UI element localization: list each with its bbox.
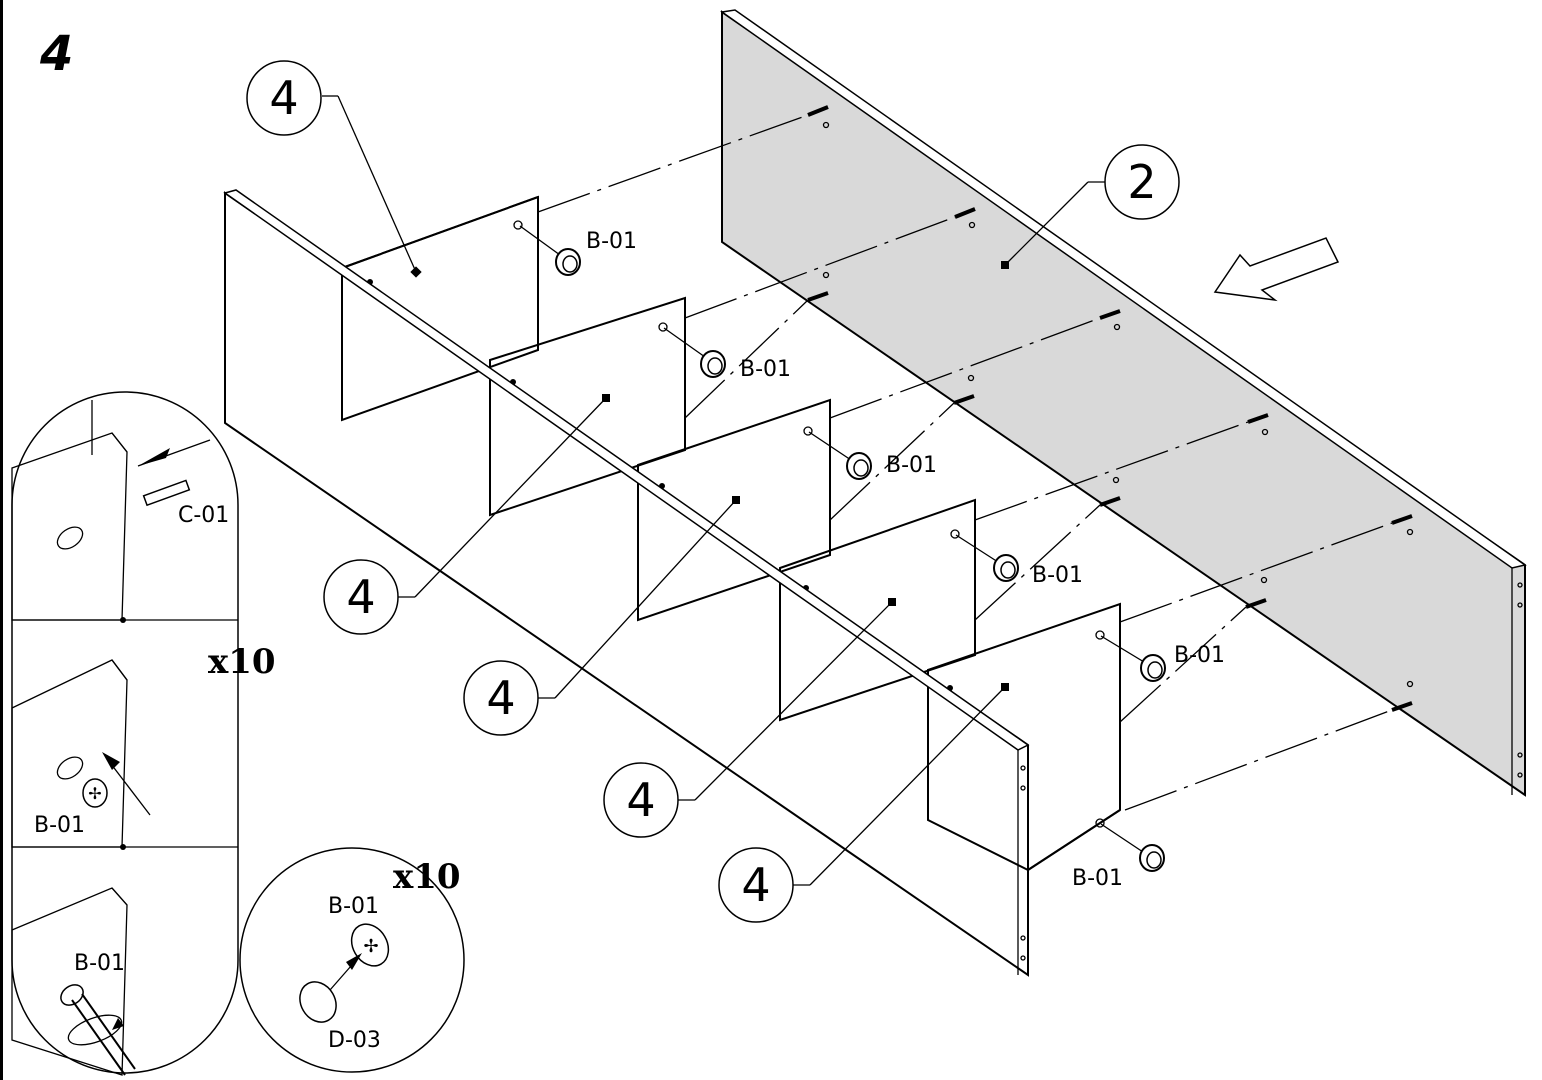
cam-label-3: B-01 [886,453,937,478]
cam-turn-label: B-01 [74,951,125,976]
cam-turn-detail: B-01 [11,887,136,1076]
cam-lock-icon [808,431,872,480]
cam-lock-icon [1100,635,1166,682]
back-panel [720,9,1527,797]
part-callout-shelf-3: 4 [463,496,740,736]
part-callout-shelf-2: 4 [323,394,610,635]
panel-holes [822,121,1523,778]
cam-labels: B-01 B-01 B-01 B-01 B-01 B-01 [586,229,1225,891]
cam-locks [519,225,1166,872]
dowel-label: C-01 [178,503,229,528]
dowel-pins [807,105,1413,712]
cam-lock-icon [663,327,726,378]
shelf-2 [489,296,686,517]
shelf-3 [637,398,831,622]
cap-cam-label: B-01 [328,894,379,919]
part-number-2: 2 [1127,155,1156,209]
cam-label-6: B-01 [1072,866,1123,891]
cam-label-5: B-01 [1174,643,1225,668]
direction-arrow-icon [1213,237,1340,302]
side-panel [223,189,1030,977]
page-border [0,0,3,1080]
cover-cap-icon [299,981,337,1023]
part-number-4: 4 [741,858,770,912]
shelf-5 [927,602,1121,872]
part-callout-back: 2 [1001,144,1180,269]
dowel-detail: C-01 [11,400,229,623]
cap-label: D-03 [328,1028,381,1053]
part-number-4: 4 [346,570,375,624]
cam-lock-icon [955,534,1019,582]
screwdriver-icon [67,993,136,1076]
part-number-4: 4 [626,773,655,827]
shelf-1 [341,195,539,422]
cam-label-1: B-01 [586,229,637,254]
cam-label-4: B-01 [1032,563,1083,588]
part-callout-shelf-4: 4 [603,598,896,838]
guide-lines [537,114,1393,811]
cam-lock-icon: ✢ [350,923,390,967]
cam-label-2: B-01 [740,357,791,382]
detail-capsule: C-01 ✢ B-01 B-01 [11,391,239,1076]
cam-lock-icon [519,225,581,276]
part-number-4: 4 [269,71,298,125]
quantity-top: x10 [208,642,276,682]
cam-lock-icon [1100,823,1165,872]
step-number: 4 [39,26,73,82]
cam-insert-label: B-01 [34,813,85,838]
part-number-4: 4 [486,671,515,725]
cam-insert-detail: ✢ B-01 [11,659,151,850]
part-callout-shelf-1: 4 [246,60,422,278]
svg-text:✢: ✢ [88,784,101,803]
detail-circle: ✢ B-01 D-03 [239,847,465,1073]
part-callout-shelf-5: 4 [718,683,1009,923]
svg-text:✢: ✢ [363,936,378,957]
quantity-bottom: x10 [393,857,461,897]
